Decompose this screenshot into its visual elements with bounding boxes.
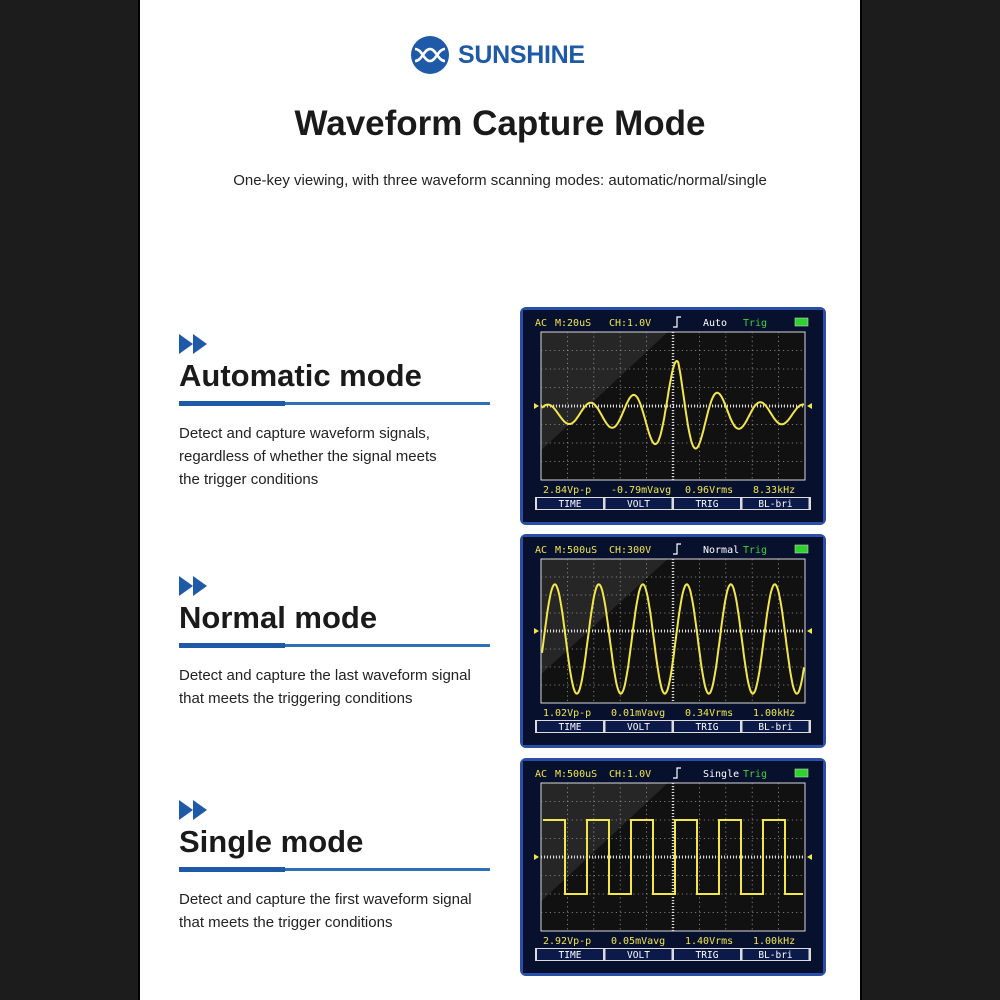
mode-single: Single mode Detect and capture the first… <box>179 800 499 931</box>
measurement-value: 8.33kHz <box>753 485 795 496</box>
measurement-value: 2.92Vp-p <box>543 936 591 947</box>
svg-text:BL-bri: BL-bri <box>758 950 793 961</box>
measurement-value: 0.01mVavg <box>611 708 665 719</box>
double-arrow-icon <box>179 576 207 596</box>
double-arrow-icon <box>179 334 207 354</box>
scope-display: AC M:500uS CH:300V Normal Trig 1.02Vp-p 0.01mV… <box>523 537 823 745</box>
mode-title: Automatic mode <box>179 358 422 393</box>
softkey-trig[interactable]: TRIG <box>674 949 740 961</box>
mode-title: Single mode <box>179 824 364 859</box>
sunshine-logo-icon <box>411 36 449 74</box>
channel-label: CH:1.0V <box>609 318 651 329</box>
mode-normal: Normal mode Detect and capture the last … <box>179 576 499 707</box>
timebase-label: M:20uS <box>555 318 591 329</box>
measurement-value: 2.84Vp-p <box>543 485 591 496</box>
page-title: Waveform Capture Mode <box>294 104 706 143</box>
svg-text:VOLT: VOLT <box>627 722 650 733</box>
mode-description: Detect and capture the last waveform sig… <box>179 667 471 707</box>
double-arrow-icon <box>179 800 207 820</box>
waveform-trace <box>543 819 803 895</box>
softkey-trig[interactable]: TRIG <box>674 498 740 510</box>
measurement-value: 1.00kHz <box>753 708 795 719</box>
measurement-value: 1.02Vp-p <box>543 708 591 719</box>
waveform-trace <box>541 360 804 450</box>
svg-text:TIME: TIME <box>559 950 582 961</box>
trigger-mode-label: Auto <box>703 318 727 329</box>
mode-description: Detect and capture the first waveform si… <box>179 891 472 931</box>
trig-status: Trig <box>743 545 767 556</box>
battery-icon <box>794 768 809 778</box>
mode-description: Detect and capture waveform signals, reg… <box>179 425 437 488</box>
measurement-value: 1.40Vrms <box>685 936 733 947</box>
softkey-trig[interactable]: TRIG <box>674 721 740 733</box>
battery-icon <box>794 544 809 554</box>
svg-text:BL-bri: BL-bri <box>758 499 793 510</box>
waveform-trace <box>541 583 805 695</box>
coupling-label: AC <box>535 545 547 556</box>
oscilloscope-screen-auto: AC M:20uS CH:1.0V Auto Trig 2.84Vp-p -0.79mVav… <box>520 307 826 525</box>
svg-text:VOLT: VOLT <box>627 950 650 961</box>
rising-edge-icon <box>673 767 681 779</box>
rising-edge-icon <box>673 543 681 555</box>
scope-grid <box>534 558 812 704</box>
svg-text:TRIG: TRIG <box>696 950 719 961</box>
scope-grid <box>534 331 812 481</box>
svg-text:BL-bri: BL-bri <box>758 722 793 733</box>
brand-name: SUNSHINE <box>458 40 585 69</box>
softkey-bl-bri[interactable]: BL-bri <box>742 498 809 510</box>
softkey-time[interactable]: TIME <box>537 949 603 961</box>
softkey-time[interactable]: TIME <box>537 721 603 733</box>
softkey-volt[interactable]: VOLT <box>605 721 672 733</box>
trigger-mode-label: Single <box>703 769 739 780</box>
trig-status: Trig <box>743 318 767 329</box>
coupling-label: AC <box>535 318 547 329</box>
softkey-bl-bri[interactable]: BL-bri <box>742 721 809 733</box>
svg-text:TIME: TIME <box>559 499 582 510</box>
title-underline <box>179 643 490 648</box>
timebase-label: M:500uS <box>555 545 597 556</box>
measurement-value: 0.34Vrms <box>685 708 733 719</box>
coupling-label: AC <box>535 769 547 780</box>
battery-icon <box>794 317 809 327</box>
scope-display: AC M:500uS CH:1.0V Single Trig 2.92Vp-p 0.05mV… <box>523 761 823 973</box>
svg-text:TRIG: TRIG <box>696 499 719 510</box>
title-underline <box>179 867 490 872</box>
trigger-mode-label: Normal <box>703 545 739 556</box>
mode-automatic: Automatic mode Detect and capture wavefo… <box>179 334 499 488</box>
oscilloscope-screen-single: AC M:500uS CH:1.0V Single Trig 2.92Vp-p 0.05mV… <box>520 758 826 976</box>
measurement-value: -0.79mVavg <box>611 485 671 496</box>
softkey-volt[interactable]: VOLT <box>605 498 672 510</box>
trig-status: Trig <box>743 769 767 780</box>
measurement-value: 0.96Vrms <box>685 485 733 496</box>
measurement-value: 0.05mVavg <box>611 936 665 947</box>
channel-label: CH:300V <box>609 545 651 556</box>
page-subtitle: One-key viewing, with three waveform sca… <box>233 172 767 189</box>
rising-edge-icon <box>673 316 681 328</box>
scope-grid <box>534 782 812 932</box>
title-underline <box>179 401 490 406</box>
softkey-volt[interactable]: VOLT <box>605 949 672 961</box>
measurement-value: 1.00kHz <box>753 936 795 947</box>
svg-text:VOLT: VOLT <box>627 499 650 510</box>
svg-text:TIME: TIME <box>559 722 582 733</box>
oscilloscope-screen-normal: AC M:500uS CH:300V Normal Trig 1.02Vp-p 0.01mV… <box>520 534 826 748</box>
softkey-time[interactable]: TIME <box>537 498 603 510</box>
mode-title: Normal mode <box>179 600 378 635</box>
scope-display: AC M:20uS CH:1.0V Auto Trig 2.84Vp-p -0.79mVav… <box>523 310 823 522</box>
softkey-bl-bri[interactable]: BL-bri <box>742 949 809 961</box>
channel-label: CH:1.0V <box>609 769 651 780</box>
timebase-label: M:500uS <box>555 769 597 780</box>
svg-text:TRIG: TRIG <box>696 722 719 733</box>
brand-logo: SUNSHINE <box>410 34 585 76</box>
